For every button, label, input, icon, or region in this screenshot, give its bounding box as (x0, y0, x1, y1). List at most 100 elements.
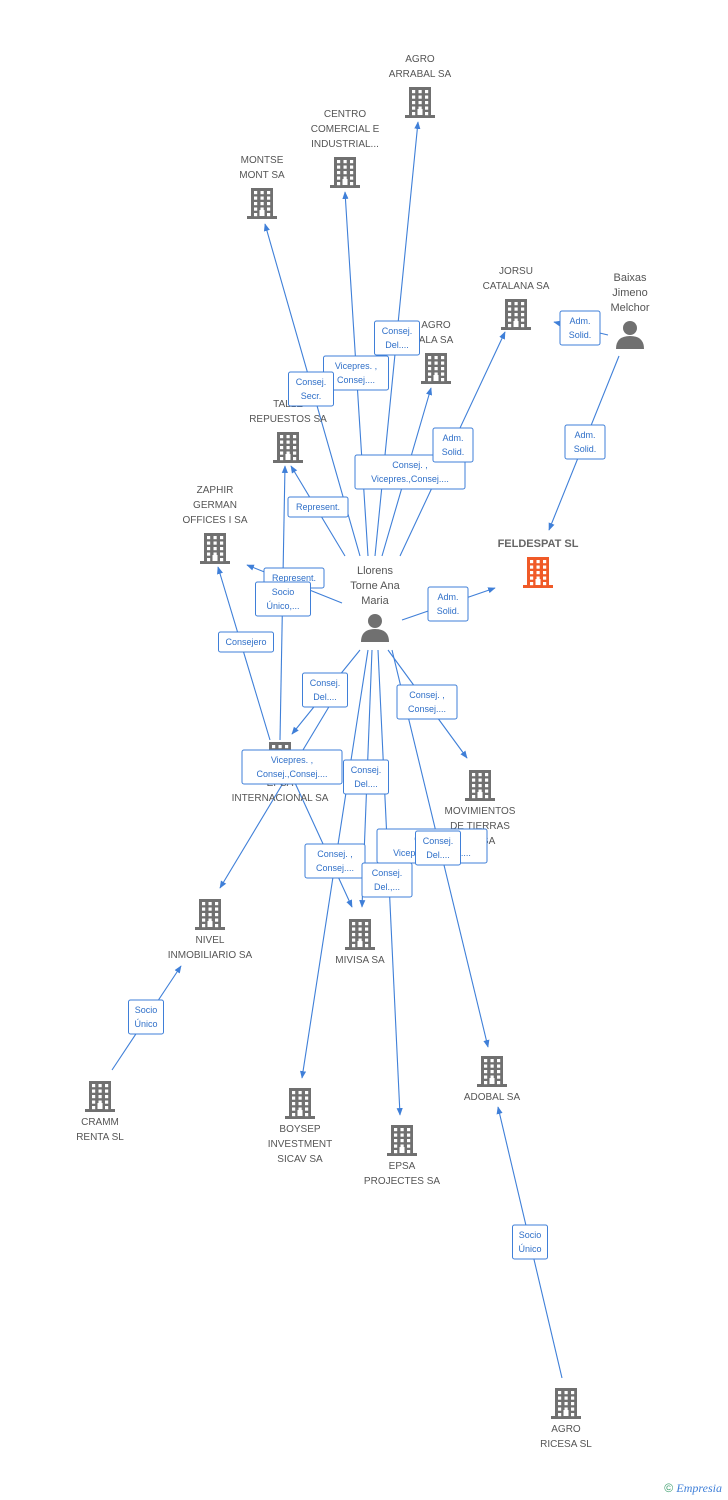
node-jorsu[interactable]: JORSU CATALANA SA (483, 266, 550, 330)
node-feldespat[interactable]: FELDESPAT SL (498, 538, 579, 588)
edge-label-text: Del.... (385, 340, 409, 350)
building-icon (421, 353, 451, 384)
node-label: INTERNACIONAL SA (232, 793, 329, 804)
node-label: EPSA (389, 1161, 416, 1172)
building-icon (285, 1088, 315, 1119)
building-icon (345, 919, 375, 950)
node-label: CATALANA SA (483, 281, 550, 292)
node-mivisa[interactable]: MIVISA SA (335, 919, 385, 966)
edge-label-text: Represent. (272, 573, 316, 583)
edge-label-box (218, 631, 274, 653)
edge-label-text: Consej. , (409, 690, 445, 700)
node-nivel[interactable]: NIVEL INMOBILIARIO SA (168, 899, 253, 961)
edge-label-text: Adm. (569, 316, 590, 326)
edge-label-llorens-adobal[interactable]: Consej.Del.... (415, 830, 461, 866)
edge-label-box (343, 759, 389, 795)
edge-label-text: Consej. (382, 326, 413, 336)
edge-label-epsa_int-zaphir[interactable]: Consejero (218, 631, 274, 653)
edge-label-text: Socio (135, 1005, 158, 1015)
node-label: DE TIERRAS (450, 821, 510, 832)
building-icon (200, 533, 230, 564)
building-icon (330, 157, 360, 188)
edge-label-llorens-movimientos[interactable]: Consej. , Consej.... (396, 684, 458, 720)
edge-label-baixas-feldespat[interactable]: Adm.Solid. (564, 424, 606, 460)
building-icon (247, 188, 277, 219)
node-label: ALA SA (419, 335, 454, 346)
edge-label-text: Único,... (266, 601, 299, 611)
edge-label-baixas-jorsu[interactable]: Adm. Solid. (559, 310, 601, 346)
edge-label-llorens-talleres[interactable]: Represent. (287, 496, 349, 518)
building-icon (85, 1081, 115, 1112)
edge-label-text: Consej. , (392, 460, 428, 470)
edge-label-llorens-montse_mont[interactable]: Consej.Secr. (288, 371, 334, 407)
building-icon (273, 432, 303, 463)
edge-label-llorens-agro_ala[interactable]: Consej. , Vicepres.,Consej.... (354, 454, 466, 490)
building-icon (387, 1125, 417, 1156)
edge-label-box (559, 310, 601, 346)
node-agro-ricesa[interactable]: AGRO RICESA SL (540, 1388, 592, 1450)
edge-label-llorens-epsa_int[interactable]: Consej. Del.... (302, 672, 348, 708)
edge-label-box (302, 672, 348, 708)
edge-label-box (564, 424, 606, 460)
edge-label-text: Único (134, 1019, 157, 1029)
edge-label-box (432, 427, 474, 463)
person-icon (616, 321, 644, 349)
edge-label-text: Consej.... (408, 704, 446, 714)
edge-line-epsa_int-mivisa (289, 771, 353, 908)
edges-layer (111, 121, 620, 1379)
edge-label-text: Consej. (296, 377, 327, 387)
edge-label-text: Solid. (569, 330, 592, 340)
edge-label-box (287, 496, 349, 518)
edge-label-epsa_int-mivisa[interactable]: Vicepres. ,Consej.,Consej.... (241, 749, 343, 785)
edge-label-llorens-feldespat[interactable]: Adm.Solid. (427, 586, 469, 622)
edge-label-llorens-jorsu[interactable]: Adm.Solid. (432, 427, 474, 463)
edge-label-epsa_int-talleres[interactable]: SocioÚnico,... (255, 581, 311, 617)
node-label: Jimeno (612, 287, 647, 299)
edge-label-text: Consej.,Consej.... (256, 769, 327, 779)
edge-label-text: Consej. , (317, 849, 353, 859)
building-icon (477, 1056, 507, 1087)
edge-label-text: Socio (519, 1230, 542, 1240)
edge-label-text: Del.,... (374, 882, 400, 892)
edge-label-epsa_int-nivel[interactable]: Consej. ,Consej.... (304, 843, 366, 879)
building-icon (501, 299, 531, 330)
edge-label-llorens-epsa_proj[interactable]: Consej.Del.,... (361, 862, 413, 898)
edge-label-llorens-centro_comercial[interactable]: Vicepres. ,Consej.... (323, 355, 389, 391)
edge-label-box (255, 581, 311, 617)
edge-label-text: Consej.... (337, 375, 375, 385)
node-label: AGRO (551, 1424, 581, 1435)
node-label: INMOBILIARIO SA (168, 950, 253, 961)
node-label: Torne Ana (350, 580, 400, 592)
edge-label-llorens-agro_arrabal[interactable]: Consej. Del.... (374, 320, 420, 356)
edge-label-llorens-mivisa[interactable]: Consej.Del.... (343, 759, 389, 795)
node-label: RICESA SL (540, 1439, 592, 1450)
edge-label-box (396, 684, 458, 720)
edge-label-text: Del.... (313, 692, 337, 702)
edge-labels-layer: Consej.Del....Vicepres. ,Consej....Conse… (128, 310, 606, 1260)
node-label: NIVEL (196, 935, 225, 946)
edge-label-text: Consejero (225, 637, 266, 647)
node-adobal[interactable]: ADOBAL SA (464, 1056, 521, 1103)
edge-label-box (288, 371, 334, 407)
edge-label-text: Vicepres.,Consej.... (371, 474, 449, 484)
edge-label-text: Consej. (310, 678, 341, 688)
edge-label-text: Represent. (296, 502, 340, 512)
node-label: MIVISA SA (335, 955, 385, 966)
edge-label-text: Solid. (437, 606, 460, 616)
node-label: JORSU (499, 266, 533, 277)
edge-label-text: Del.... (354, 779, 378, 789)
